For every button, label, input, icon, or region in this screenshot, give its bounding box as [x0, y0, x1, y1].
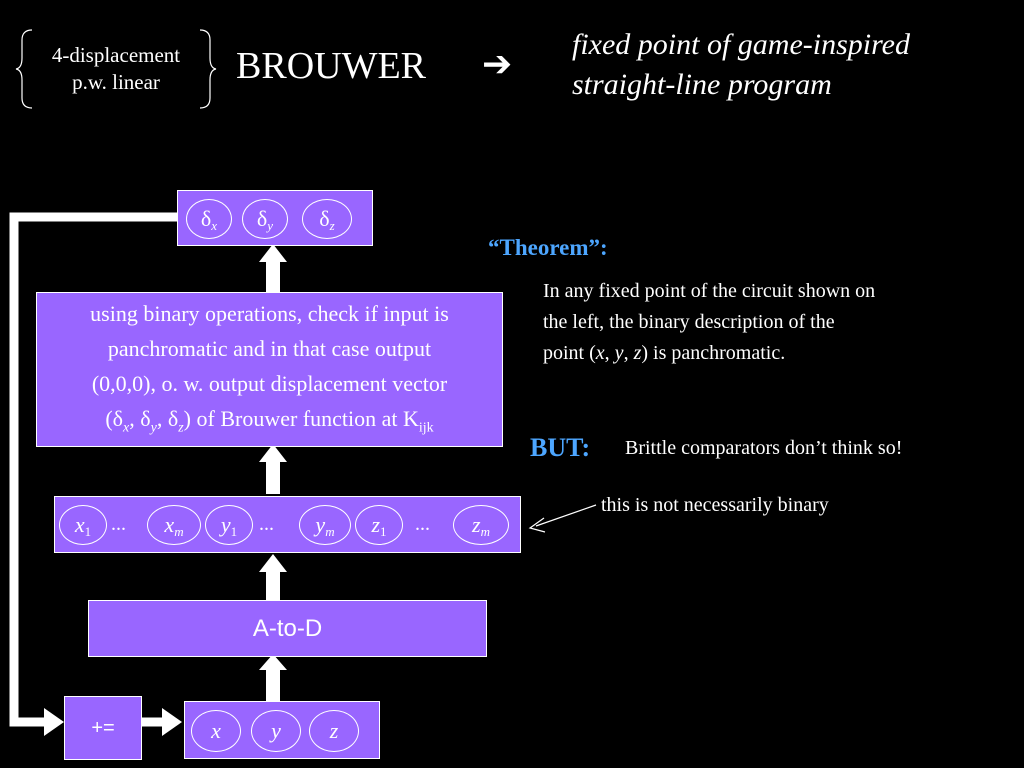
check-sub-x: x — [123, 420, 130, 436]
plus-eq-arrowhead — [162, 708, 182, 736]
theorem-comma-1: , — [604, 342, 615, 364]
input-z-label: z — [329, 718, 339, 743]
but-text: Brittle comparators don’t think so! — [625, 437, 903, 459]
check-line-4-mid: ) of Brouwer function at K — [183, 406, 419, 431]
feedback-loop-line — [9, 212, 177, 727]
up-arrow-1 — [259, 654, 287, 701]
delta-sub-z: z — [329, 218, 335, 233]
theorem-line-2: the left, the binary description of the — [543, 311, 835, 333]
bit-sub: 1 — [84, 524, 92, 539]
annotation-pointer-line — [535, 504, 597, 527]
delta-symbol: δ — [319, 206, 330, 231]
check-sub-z: z — [178, 420, 184, 436]
page-title: BROUWER — [236, 45, 426, 87]
check-sub-ijk: ijk — [418, 420, 434, 436]
bit-var: x — [164, 512, 175, 537]
theorem-line-3: point (x, y, z) is panchromatic. — [543, 338, 1003, 369]
ellipsis-1: ... — [111, 513, 126, 535]
bit-sub: m — [174, 524, 184, 539]
plus-equals-box: += — [64, 696, 142, 760]
tagline: fixed point of game-inspired straight-li… — [572, 25, 910, 105]
input-y-oval: y — [251, 710, 301, 752]
check-sub-y: y — [150, 420, 157, 436]
bit-var: z — [472, 512, 481, 537]
header-brace — [15, 29, 217, 109]
tagline-line-1: fixed point of game-inspired — [572, 28, 910, 61]
brace-label: 4-displacement p.w. linear — [24, 42, 208, 96]
up-arrow-3 — [259, 444, 287, 494]
ellipsis-2: ... — [259, 513, 274, 535]
bit-var: x — [74, 512, 85, 537]
a-to-d-box: A-to-D — [88, 600, 487, 657]
theorem-heading: “Theorem”: — [488, 235, 608, 260]
but-label: BUT: — [530, 433, 591, 462]
bit-sub: 1 — [380, 524, 387, 539]
tagline-line-2: straight-line program — [572, 68, 832, 101]
input-y-label: y — [271, 718, 281, 743]
check-open-paren: (δ — [105, 406, 124, 431]
check-sep-2: , δ — [156, 406, 179, 431]
input-z-oval: z — [309, 710, 359, 752]
theorem-line-1: In any fixed point of the circuit shown … — [543, 280, 876, 302]
feedback-arrowhead — [44, 708, 64, 736]
check-line-1: using binary operations, check if input … — [90, 301, 449, 326]
annotation-pointer-head — [528, 517, 546, 533]
bit-var: z — [371, 512, 381, 537]
theorem-var-y: y — [614, 342, 624, 364]
input-x-label: x — [211, 718, 221, 743]
theorem-comma-2: , — [623, 342, 634, 364]
theorem-body: In any fixed point of the circuit shown … — [543, 276, 1003, 369]
theorem-point-suffix: ) is panchromatic. — [641, 342, 786, 364]
ellipsis-3: ... — [415, 513, 430, 535]
plus-equals-label: += — [91, 716, 115, 739]
theorem-point-prefix: point ( — [543, 342, 596, 364]
theorem-var-z: z — [633, 342, 642, 364]
arrow-right-icon: ➔ — [482, 44, 513, 85]
up-arrow-4 — [259, 244, 287, 294]
theorem-var-x: x — [595, 342, 605, 364]
check-sep-1: , δ — [129, 406, 151, 431]
bit-sub: m — [480, 524, 490, 539]
check-line-4: (δx, δy, δz) of Brouwer function at Kijk — [37, 401, 502, 445]
input-x-oval: x — [191, 710, 241, 752]
binary-annotation: this is not necessarily binary — [601, 494, 829, 516]
brace-line-2: p.w. linear — [72, 70, 160, 94]
a-to-d-label: A-to-D — [252, 614, 323, 642]
bit-sub: m — [325, 524, 335, 539]
check-line-2: panchromatic and in that case output — [107, 336, 432, 361]
brace-line-1: 4-displacement — [51, 43, 181, 67]
delta-sub-y: y — [267, 218, 274, 233]
bit-var: y — [220, 512, 231, 537]
delta-symbol: δ — [256, 206, 268, 231]
panchromatic-check-box: using binary operations, check if input … — [36, 292, 503, 447]
delta-symbol: δ — [200, 206, 212, 231]
input-point-box: x y z — [184, 701, 380, 759]
bit-var: y — [315, 512, 326, 537]
bit-sub: 1 — [230, 524, 238, 539]
check-line-3: (0,0,0), o. w. output displacement vecto… — [91, 371, 448, 396]
up-arrow-2 — [259, 554, 287, 602]
delta-sub-x: x — [211, 218, 218, 233]
